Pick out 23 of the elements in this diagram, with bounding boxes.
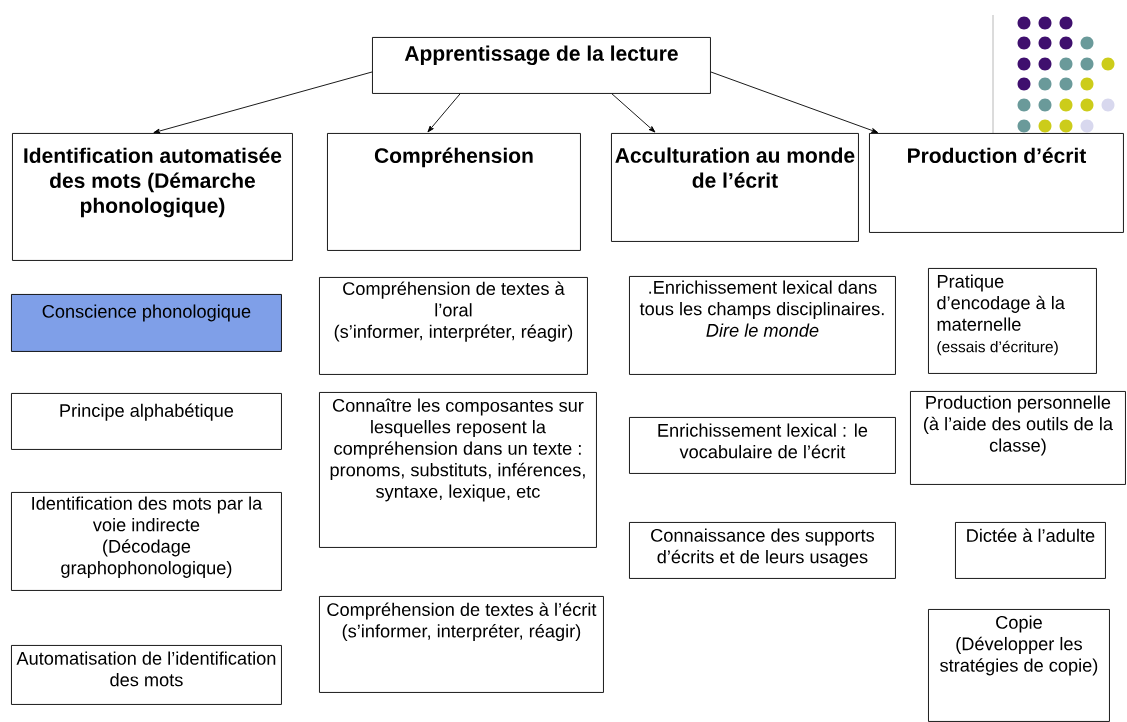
heading-box: Apprentissage de la lecture	[372, 37, 711, 94]
arrow	[153, 71, 373, 134]
arrow	[710, 71, 879, 133]
text-box: Connaissance des supports d’écrits et de leurs usages	[629, 522, 896, 579]
text-box: Identification des mots par la voie indirecte (Décodage graphophonologique)	[11, 492, 282, 591]
arrow	[427, 93, 461, 133]
text-box: Connaître les composantes sur lesquelles reposent la compréhension dans un texte : pronoms, substituts, inférences, syntaxe, lexique, etc	[319, 392, 597, 548]
heading-box: Compréhension	[327, 133, 581, 251]
heading-box: Production d’écrit	[869, 133, 1124, 233]
text-box: Pratique d’encodage à la maternelle (essais d’écriture)	[928, 268, 1097, 374]
text-box: Conscience phonologique	[11, 294, 282, 352]
text-box: Compréhension de textes à l’oral (s’informer, interpréter, réagir)	[319, 277, 588, 375]
heading-box: Acculturation au monde de l’écrit	[611, 133, 859, 242]
text-box: Compréhension de textes à l’écrit (s’informer, interpréter, réagir)	[319, 596, 604, 693]
text-box: .Enrichissement lexical dans tous les champs disciplinaires. Dire le monde	[629, 276, 896, 375]
text-box: Production personnelle (à l’aide des outils de la classe)	[910, 391, 1126, 485]
text-box: Dictée à l’adulte	[955, 522, 1106, 579]
text-box: Copie (Développer les stratégies de copie)	[928, 609, 1110, 722]
text-box: Principe alphabétique	[11, 393, 282, 450]
heading-box: Identification automatisée des mots (Démarche phonologique)	[12, 133, 293, 261]
arrow	[611, 93, 656, 133]
text-box: Automatisation de l’identification des mots	[11, 645, 282, 705]
text-box: Enrichissement lexical : le vocabulaire de l’écrit	[629, 417, 896, 474]
